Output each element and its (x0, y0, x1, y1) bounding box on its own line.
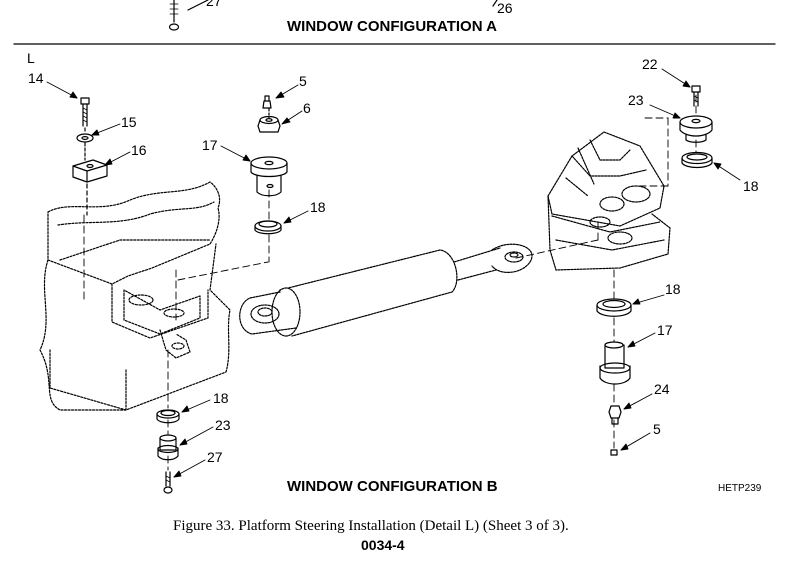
detail-label: L (27, 50, 35, 66)
config-a-fragment (168, 0, 498, 31)
callout-6: 6 (303, 100, 311, 116)
callout-23-left: 23 (215, 417, 231, 433)
frame-bracket-drawing (39, 181, 231, 411)
callout-17-lower: 17 (657, 322, 673, 338)
page-number: 0034-4 (361, 537, 405, 553)
callout-14: 14 (28, 70, 44, 86)
fitting-24-5-drawing (608, 405, 622, 456)
callout-24: 24 (654, 381, 670, 397)
fitting-5-6-drawing (257, 95, 281, 133)
seal-18-top-drawing (254, 220, 282, 235)
bolt-27-drawing (163, 471, 173, 494)
bushing-23-left-drawing (157, 434, 179, 461)
callout-22: 22 (642, 56, 658, 72)
mounting-bracket-drawing (547, 131, 671, 271)
callout-18-left: 18 (213, 390, 229, 406)
callout-27-top: 27 (206, 0, 222, 9)
callout-23-top: 23 (628, 92, 644, 108)
bolt-22-drawing (691, 85, 701, 107)
callout-5-top: 5 (299, 73, 307, 89)
flanged-bushing-23-drawing (679, 115, 713, 143)
callout-18-right: 18 (743, 178, 759, 194)
seal-18-lower-drawing (596, 298, 632, 317)
callout-18-lower: 18 (665, 281, 681, 297)
config-b-title: WINDOW CONFIGURATION B (287, 478, 498, 495)
callout-27: 27 (207, 449, 223, 465)
callout-leader-lines (46, 68, 741, 478)
seal-18-right-drawing (681, 151, 713, 169)
figure-id: HETP239 (718, 483, 762, 494)
block-16-drawing (72, 159, 108, 216)
callout-15: 15 (121, 114, 137, 130)
washer-15-drawing (76, 133, 94, 161)
hydraulic-cylinder-drawing (239, 243, 533, 337)
figure-caption: Figure 33. Platform Steering Installatio… (173, 518, 569, 534)
bolt-14-drawing (80, 97, 90, 134)
bushing-17-top-drawing (250, 156, 288, 197)
callout-17-top: 17 (202, 137, 218, 153)
seal-18-left-drawing (156, 409, 180, 424)
assembly-centerlines (83, 94, 697, 471)
callout-26-top: 26 (497, 0, 513, 16)
callout-16: 16 (131, 142, 147, 158)
callout-5-lower: 5 (653, 421, 661, 437)
config-a-title: WINDOW CONFIGURATION A (287, 18, 497, 35)
callout-18-top: 18 (310, 199, 326, 215)
bushing-17-lower-drawing (599, 341, 631, 385)
